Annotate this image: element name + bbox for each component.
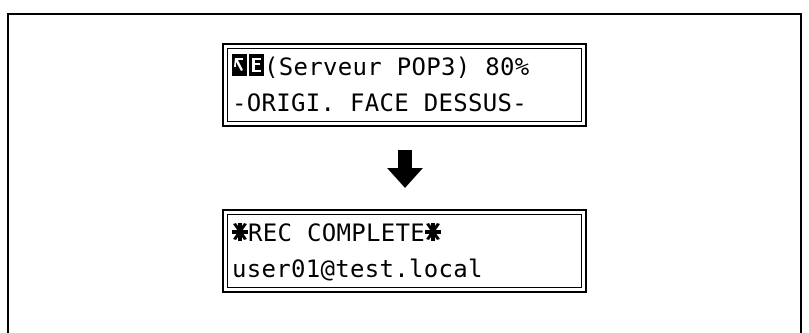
lcd-display-before: (Serveur POP3) 80% -ORIGI. FACE DESSUS- xyxy=(222,43,587,127)
lcd-line-1: (Serveur POP3) 80% xyxy=(232,49,530,85)
lcd-line-2: user01@test.local xyxy=(232,255,483,283)
lcd-line-1-text: REC COMPLETE xyxy=(248,219,425,247)
lcd-display-after: REC COMPLETE user01@test.local xyxy=(222,209,587,293)
asterisk-icon xyxy=(232,216,248,252)
lcd-line-1: REC COMPLETE xyxy=(232,215,441,251)
illustration-frame xyxy=(7,13,802,333)
arrow-down-icon xyxy=(387,150,423,188)
scan-mode-icon xyxy=(232,50,264,86)
asterisk-icon xyxy=(425,216,441,252)
lcd-line-2: -ORIGI. FACE DESSUS- xyxy=(232,89,527,117)
lcd-line-1-text: (Serveur POP3) 80% xyxy=(264,53,530,81)
